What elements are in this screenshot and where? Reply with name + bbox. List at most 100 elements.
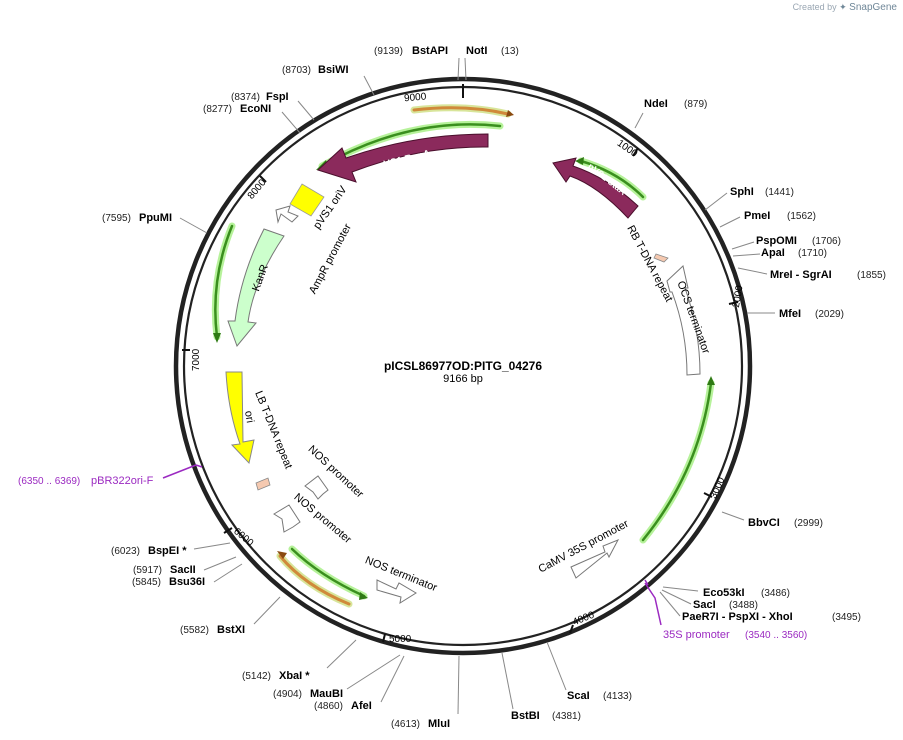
bottom-green-glow bbox=[288, 545, 368, 600]
snapgene-credit: Created by ✦ SnapGene bbox=[793, 2, 897, 13]
site-name-saci: SacI bbox=[693, 599, 716, 611]
pbr322-primer-line bbox=[162, 464, 197, 479]
pvs1-staa-feature: pVS1 StaA bbox=[552, 157, 639, 219]
bottom-orange-arrowhead bbox=[277, 551, 287, 559]
site-name-bstxi: BstXI bbox=[217, 624, 245, 636]
site-pos-maubi: (4904) bbox=[273, 689, 302, 700]
nos-promoter-1-feature: NOS promoter bbox=[304, 443, 366, 501]
scale-ticks bbox=[182, 84, 739, 643]
nos-promoter-2-feature: NOS promoter bbox=[273, 491, 354, 546]
nos-terminator-arrow bbox=[376, 579, 417, 605]
site-name-xbai: XbaI * bbox=[279, 670, 310, 682]
site-pos-ppumi: (7595) bbox=[102, 213, 131, 224]
site-pos-bsu36i: (5845) bbox=[132, 577, 161, 588]
left-orf-arc bbox=[214, 224, 234, 339]
pvs1-staa-arrow bbox=[552, 157, 639, 219]
site-pos-sacii: (5917) bbox=[133, 565, 162, 576]
lb-repeat-feature: LB T-DNA repeat bbox=[252, 389, 294, 491]
snapgene-logo-icon: ✦ bbox=[839, 2, 847, 12]
tick-label-1000: 1000 bbox=[615, 138, 640, 160]
pvs1-repa-feature: pVS1 RepA bbox=[317, 133, 489, 183]
nos-promoter-2-label: NOS promoter bbox=[291, 491, 353, 546]
right-top-orf-arrowhead bbox=[575, 157, 584, 165]
site-pos-paer7i: (3495) bbox=[832, 612, 861, 623]
ocs-terminator-arrow bbox=[666, 265, 701, 376]
tick-label-7000: 7000 bbox=[191, 348, 202, 371]
orange-orf-arc bbox=[412, 106, 510, 116]
left-orf-arrowhead bbox=[213, 333, 221, 343]
right-orf-arrowhead bbox=[707, 376, 715, 385]
site-name-pmei: PmeI bbox=[744, 210, 770, 222]
pvs1-repa-arrow bbox=[317, 133, 489, 183]
primer-name-pbr322: pBR322ori-F bbox=[91, 475, 154, 487]
tick-label-9000: 9000 bbox=[404, 91, 428, 104]
ori-label: ori bbox=[242, 410, 256, 424]
site-name-sphi: SphI bbox=[730, 186, 754, 198]
site-name-eco53ki: Eco53kI bbox=[703, 587, 745, 599]
site-pos-econi: (8277) bbox=[203, 104, 232, 115]
tick-label-5000: 5000 bbox=[389, 634, 412, 645]
site-name-ppumi: PpuMI bbox=[139, 212, 172, 224]
primer-markers bbox=[162, 464, 662, 626]
tick-1000 bbox=[632, 147, 639, 157]
site-pos-fspi: (8374) bbox=[231, 92, 260, 103]
site-name-noti: NotI bbox=[466, 45, 487, 57]
orange-orf-arrowhead bbox=[506, 110, 514, 117]
site-name-paer7i: PaeR7I - PspXI - XhoI bbox=[682, 611, 793, 623]
site-name-mrei: MreI - SgrAI bbox=[770, 269, 832, 281]
bottom-green-arrowhead bbox=[359, 592, 368, 600]
site-name-bspei: BspEI * bbox=[148, 545, 187, 557]
bottom-green-arc bbox=[290, 547, 366, 598]
ocs-terminator-feature: OCS terminator bbox=[666, 265, 712, 376]
site-pos-bstbi: (4381) bbox=[552, 711, 581, 722]
pbr322-primer-mark bbox=[195, 464, 203, 468]
site-pos-ndei: (879) bbox=[684, 99, 707, 110]
tick-8000 bbox=[259, 175, 267, 183]
credit-brand: SnapGene bbox=[849, 2, 897, 13]
pvs1-oriv-box bbox=[289, 183, 325, 217]
rb-repeat-label: RB T-DNA repeat bbox=[624, 224, 674, 304]
tick-2000 bbox=[728, 301, 739, 305]
right-top-orf-arc bbox=[579, 159, 645, 199]
primer-labels: (6350 .. 6369) pBR322ori-F 35S promoter … bbox=[18, 475, 807, 641]
site-pos-bstxi: (5582) bbox=[180, 625, 209, 636]
nos-promoter-2-arrow bbox=[273, 504, 301, 533]
site-pos-mrei: (1855) bbox=[857, 270, 886, 281]
site-pos-pmei: (1562) bbox=[787, 211, 816, 222]
site-name-bstbi: BstBI bbox=[511, 710, 540, 722]
ori-arrow bbox=[225, 371, 255, 465]
plasmid-name: pICSL86977OD:PITG_04276 bbox=[384, 359, 542, 373]
site-pos-apai: (1710) bbox=[798, 248, 827, 259]
site-name-afei: AfeI bbox=[351, 700, 372, 712]
site-name-econi: EcoNI bbox=[240, 103, 271, 115]
primer-pos-pbr322: (6350 .. 6369) bbox=[18, 476, 80, 487]
primer-pos-35s: (3540 .. 3560) bbox=[745, 630, 807, 641]
camv-35s-arrow bbox=[570, 539, 620, 579]
site-name-bsiwi: BsiWI bbox=[318, 64, 349, 76]
site-pos-saci: (3488) bbox=[729, 600, 758, 611]
lb-repeat-label: LB T-DNA repeat bbox=[252, 389, 294, 470]
right-orf-arc bbox=[641, 381, 713, 542]
site-pos-pspomi: (1706) bbox=[812, 236, 841, 247]
right-orf-glow bbox=[639, 379, 715, 544]
tick-5000 bbox=[382, 633, 386, 643]
site-pos-eco53ki: (3486) bbox=[761, 588, 790, 599]
tick-3000 bbox=[703, 492, 713, 498]
site-name-pspomi: PspOMI bbox=[756, 235, 797, 247]
site-pos-sphi: (1441) bbox=[765, 187, 794, 198]
site-leader-lines bbox=[179, 57, 775, 715]
site-pos-mfei: (2029) bbox=[815, 309, 844, 320]
35s-primer-line bbox=[644, 582, 662, 626]
site-pos-mlui: (4613) bbox=[391, 719, 420, 730]
site-pos-noti: (13) bbox=[501, 46, 519, 57]
site-name-mfei: MfeI bbox=[779, 308, 801, 320]
site-name-mlui: MluI bbox=[428, 718, 450, 730]
nos-promoter-1-arrow bbox=[304, 475, 329, 500]
rb-repeat-feature: RB T-DNA repeat bbox=[624, 224, 674, 304]
plasmid-length: 9166 bp bbox=[443, 373, 483, 385]
site-name-ndei: NdeI bbox=[644, 98, 668, 110]
kanr-arrow bbox=[227, 228, 285, 347]
site-pos-scai: (4133) bbox=[603, 691, 632, 702]
plasmid-title-block: pICSL86977OD:PITG_04276 9166 bp bbox=[384, 359, 542, 385]
